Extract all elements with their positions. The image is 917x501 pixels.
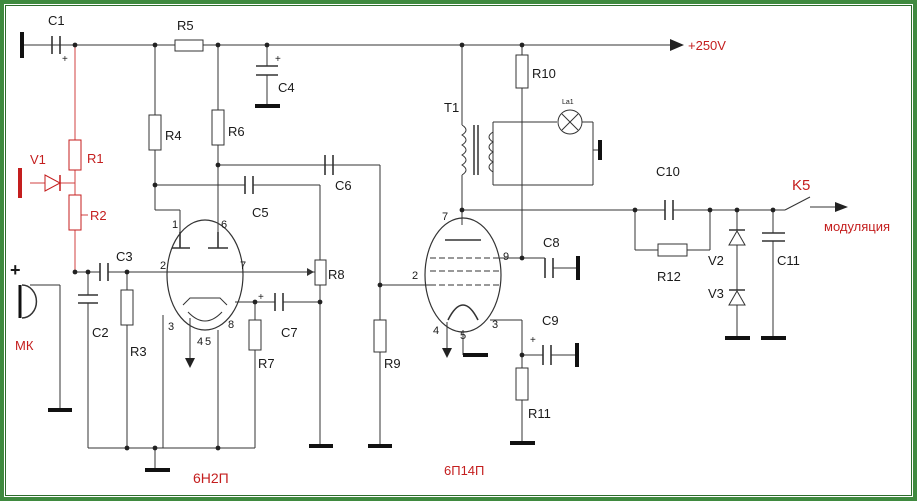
label-r4: R4 xyxy=(165,128,182,143)
capacitor-c2 xyxy=(78,294,98,304)
pin: 7 xyxy=(240,260,246,272)
output-arrow xyxy=(835,202,848,212)
capacitor-c8 xyxy=(544,256,580,280)
microphone xyxy=(18,284,38,319)
pin: 8 xyxy=(228,319,234,331)
supply-arrow xyxy=(670,39,684,51)
label-output: модуляция xyxy=(824,219,890,234)
label-c3: C3 xyxy=(116,249,133,264)
pin: 2 xyxy=(160,260,166,272)
tube-6p14p xyxy=(424,217,502,358)
resistor-r2 xyxy=(68,194,82,231)
label-r3: R3 xyxy=(130,344,147,359)
resistor-r4 xyxy=(148,114,162,151)
label-c6: C6 xyxy=(335,178,352,193)
label-r8: R8 xyxy=(328,267,345,282)
label-c5: C5 xyxy=(252,205,269,220)
label-c7: C7 xyxy=(281,325,298,340)
capacitor-c11 xyxy=(762,232,785,242)
label-r7: R7 xyxy=(258,356,275,371)
pin: 5 xyxy=(460,330,466,342)
label-r2: R2 xyxy=(90,208,107,223)
pin-numbers: 1 6 2 7 3 4 5 8 7 2 9 4 5 3 xyxy=(160,211,509,348)
label-tube1: 6Н2П xyxy=(193,470,229,486)
potentiometer-r8 xyxy=(296,259,327,286)
pin: 3 xyxy=(492,319,498,331)
resistor-r5 xyxy=(174,39,204,52)
lamp-la1 xyxy=(557,109,583,135)
plus-c7: + xyxy=(258,292,264,303)
label-r6: R6 xyxy=(228,124,245,139)
label-tube2: 6П14П xyxy=(444,463,484,478)
label-c11: C11 xyxy=(777,253,800,268)
label-supply: +250V xyxy=(688,38,726,53)
capacitor-c1 xyxy=(20,32,61,58)
resistor-r10 xyxy=(515,54,529,89)
pin: 2 xyxy=(412,270,418,282)
resistor-r7 xyxy=(248,319,262,351)
tube-6n2p xyxy=(166,219,244,368)
resistor-r12 xyxy=(657,243,688,257)
pin: 6 xyxy=(221,219,227,231)
plus-c1: + xyxy=(62,54,68,65)
plus-c4: + xyxy=(275,54,281,65)
label-mk: МК xyxy=(15,338,34,353)
resistor-r6 xyxy=(211,109,225,146)
diode-v3 xyxy=(728,289,746,306)
resistor-r1 xyxy=(68,139,82,171)
bias-branch xyxy=(18,45,88,272)
label-v2: V2 xyxy=(708,253,724,268)
plus-mic: + xyxy=(10,260,21,280)
label-r11: R11 xyxy=(528,406,551,421)
label-c4: C4 xyxy=(278,80,295,95)
label-la1: La1 xyxy=(562,99,574,106)
relay-contact-k5 xyxy=(784,196,811,211)
pin: 1 xyxy=(172,219,178,231)
diode-v2 xyxy=(728,229,746,246)
label-r5: R5 xyxy=(177,18,194,33)
pin: 9 xyxy=(503,251,509,263)
capacitor-c4 xyxy=(255,65,280,108)
junctions xyxy=(72,42,776,451)
resistor-r3 xyxy=(120,289,134,326)
label-k5: K5 xyxy=(792,177,810,194)
capacitor-c10 xyxy=(664,200,674,220)
capacitor-c3 xyxy=(99,263,109,281)
plus-c9: + xyxy=(530,335,536,346)
label-r10: R10 xyxy=(532,66,556,81)
label-c1: C1 xyxy=(48,13,65,28)
label-t1: T1 xyxy=(444,100,459,115)
capacitor-c6 xyxy=(324,155,334,175)
resistor-r11 xyxy=(515,367,529,401)
pin: 7 xyxy=(442,211,448,223)
wires xyxy=(22,44,840,470)
pin: 3 xyxy=(168,321,174,333)
pin: 4 xyxy=(433,325,439,337)
label-c2: C2 xyxy=(92,325,109,340)
label-c8: C8 xyxy=(543,235,560,250)
pin: 5 xyxy=(205,336,211,348)
label-c10: C10 xyxy=(656,164,680,179)
label-c9: C9 xyxy=(542,313,559,328)
transformer-t1 xyxy=(461,124,494,176)
label-r9: R9 xyxy=(384,356,401,371)
resistor-r9 xyxy=(373,319,387,353)
diode-v1 xyxy=(44,174,62,192)
capacitor-c5 xyxy=(244,176,254,194)
pin: 4 xyxy=(197,336,203,348)
label-r1: R1 xyxy=(87,151,104,166)
label-v3: V3 xyxy=(708,286,724,301)
label-v1: V1 xyxy=(30,152,46,167)
capacitor-c7 xyxy=(274,293,284,311)
label-r12: R12 xyxy=(657,269,681,284)
capacitor-c9 xyxy=(542,343,579,367)
labels: C1 + R5 C4 + R4 R6 C6 C5 V1 R1 R2 + C3 C… xyxy=(10,13,890,486)
